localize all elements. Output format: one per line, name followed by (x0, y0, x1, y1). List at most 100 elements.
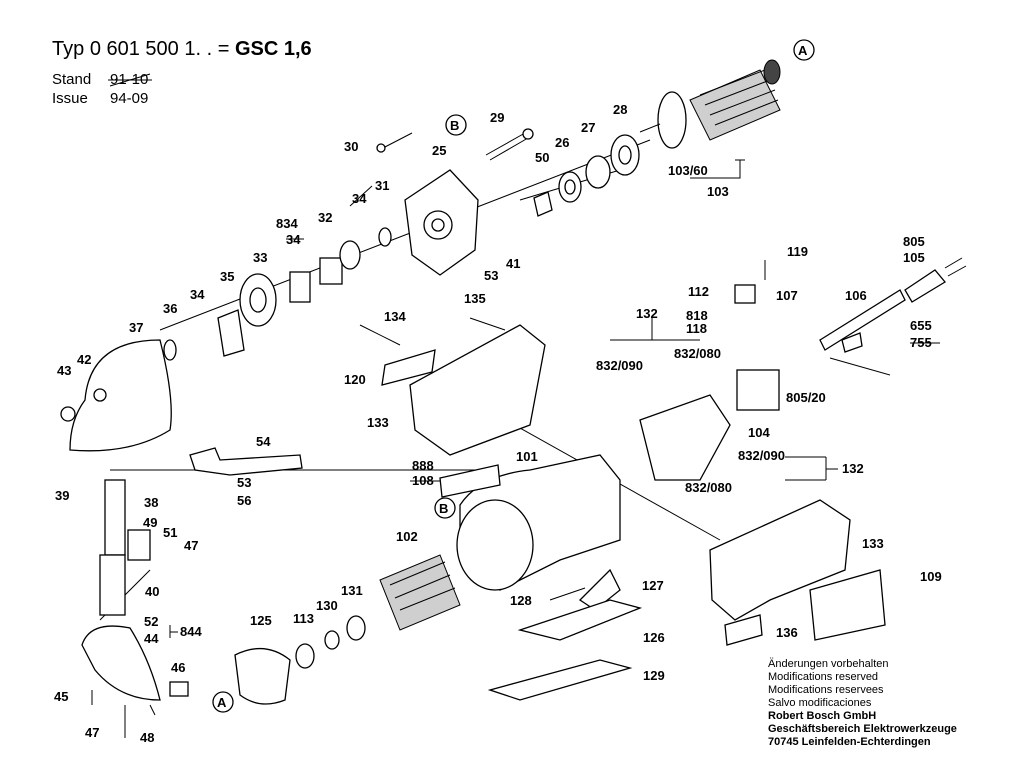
label-125: 125 (250, 613, 272, 628)
gear-parts (239, 227, 392, 327)
label-107: 107 (776, 288, 798, 303)
label-131: 131 (341, 583, 363, 598)
stand-label: Stand (52, 71, 92, 88)
label-118: 118 (686, 321, 707, 336)
label-43: 43 (57, 363, 71, 378)
label-52: 52 (144, 614, 158, 629)
revision-info: Stand 91-10 Issue 94-09 (52, 70, 152, 108)
label-844: 844 (180, 624, 202, 639)
label-34c: 34 (190, 287, 205, 302)
label-53a: 53 (484, 268, 498, 283)
label-127: 127 (642, 578, 664, 593)
bracket-part (189, 447, 303, 476)
note-line-3: Modifications reservees (768, 684, 884, 696)
label-28: 28 (613, 102, 627, 117)
label-40: 40 (145, 584, 159, 599)
label-106: 106 (845, 288, 867, 303)
label-35: 35 (220, 269, 234, 284)
cutting-head-parts (81, 479, 189, 738)
label-805-20: 805/20 (786, 390, 826, 405)
label-135: 135 (464, 291, 486, 306)
label-37: 37 (129, 320, 143, 335)
label-46: 46 (171, 660, 185, 675)
label-36: 36 (163, 301, 177, 316)
label-103-60: 103/60 (668, 163, 708, 178)
document-title: Typ 0 601 500 1. . = GSC 1,6 (52, 38, 312, 61)
label-101: 101 (516, 449, 538, 464)
label-132a: 132 (636, 306, 658, 321)
label-119: 119 (787, 244, 808, 259)
label-50: 50 (535, 150, 549, 165)
callout-b-top: B (445, 114, 467, 136)
label-818: 818 (686, 308, 708, 323)
callout-b-mid-text: B (439, 501, 448, 516)
label-27: 27 (581, 120, 595, 135)
label-38: 38 (144, 495, 158, 510)
bearing-parts (533, 134, 640, 217)
label-134: 134 (384, 309, 406, 324)
label-126: 126 (643, 630, 665, 645)
part-labels: 30 29 25 28 27 26 50 31 34 834 34 32 33 … (54, 102, 942, 745)
label-48: 48 (140, 730, 154, 745)
label-102: 102 (396, 529, 418, 544)
armature-part (639, 59, 781, 149)
gear-housing-part (359, 317, 546, 456)
label-132b: 132 (842, 461, 864, 476)
note-line-2: Modifications reserved (768, 671, 879, 683)
label-805: 805 (903, 234, 925, 249)
cover-parts (60, 309, 245, 452)
issue-label: Issue (52, 90, 88, 107)
bearing-flange-part (404, 169, 479, 276)
label-33: 33 (253, 250, 267, 265)
label-39: 39 (55, 488, 69, 503)
label-30: 30 (344, 139, 358, 154)
screw-parts-top (376, 128, 534, 161)
label-49: 49 (143, 515, 157, 530)
note-line-4: Salvo modificaciones (768, 697, 872, 709)
company-division: Geschäftsbereich Elektrowerkzeuge (768, 723, 957, 735)
label-109: 109 (920, 569, 942, 584)
model-name: GSC 1,6 (234, 38, 312, 60)
strikeout-mark (108, 73, 152, 87)
stand-value: 91-10 (108, 70, 152, 89)
callout-a-bottom: A (212, 691, 234, 713)
callout-a-top-text: A (798, 43, 808, 58)
label-832-080a: 832/080 (674, 346, 721, 361)
label-56: 56 (237, 493, 251, 508)
label-54: 54 (256, 434, 271, 449)
label-832-090a: 832/090 (596, 358, 643, 373)
label-41: 41 (506, 256, 520, 271)
label-133b: 133 (862, 536, 884, 551)
callout-a-bottom-text: A (217, 695, 227, 710)
footer-notes: Änderungen vorbehalten Modifications res… (768, 658, 957, 749)
label-26: 26 (555, 135, 569, 150)
label-104: 104 (748, 425, 770, 440)
label-29: 29 (490, 110, 504, 125)
callout-b-top-text: B (450, 118, 459, 133)
label-34a: 34 (352, 191, 367, 206)
label-888: 888 (412, 458, 434, 473)
company-address: 70745 Leinfelden-Echterdingen (768, 736, 931, 748)
label-47a: 47 (184, 538, 198, 553)
housing-shell-part (709, 499, 886, 646)
field-coil-part (379, 554, 461, 631)
label-105: 105 (903, 250, 925, 265)
label-25: 25 (432, 143, 446, 158)
label-136: 136 (776, 625, 798, 640)
cable-part (819, 257, 967, 376)
label-103: 103 (707, 184, 729, 199)
ring-parts (234, 615, 366, 705)
label-113: 113 (293, 611, 314, 626)
label-832-080b: 832/080 (685, 480, 732, 495)
typ-label: Typ (52, 38, 85, 60)
label-45: 45 (54, 689, 68, 704)
motor-housing-part (439, 454, 621, 591)
label-44: 44 (144, 631, 159, 646)
typ-number: 0 601 500 1. . = (89, 38, 230, 60)
label-51: 51 (163, 525, 177, 540)
note-line-1: Änderungen vorbehalten (768, 658, 889, 670)
callout-b-mid: B (434, 497, 456, 519)
company-name: Robert Bosch GmbH (768, 710, 877, 722)
label-42: 42 (77, 352, 91, 367)
